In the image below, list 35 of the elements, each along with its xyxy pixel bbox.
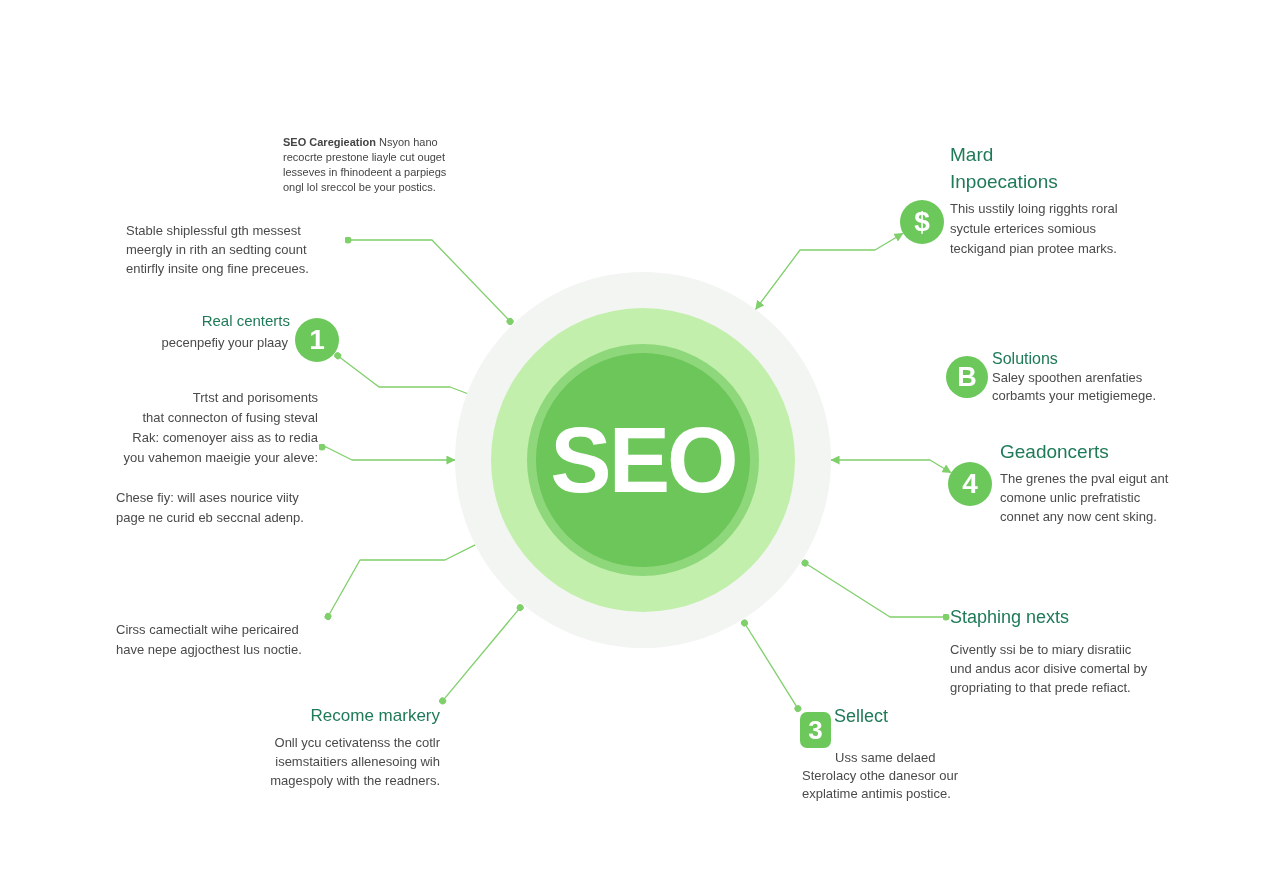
- leader-line: [344, 236, 514, 325]
- section-heading: Solutions: [992, 349, 1059, 369]
- description-text: Onll ycu cetivatenss the cotlr isemstaitiers allenesoing wih magespoly with the readners.: [269, 734, 440, 790]
- number-badge: 4: [948, 462, 992, 506]
- section-heading: Real centerts: [200, 311, 290, 331]
- number-badge: 3: [800, 712, 831, 748]
- arrow: [318, 443, 456, 465]
- section-heading: Sellect: [834, 705, 890, 728]
- number-badge: 1: [295, 318, 339, 362]
- section-heading: Recome markery: [309, 705, 440, 727]
- description-text: Saley spoothen arenfaties corbamts your metigiemege.: [992, 369, 1157, 405]
- double-arrow: [754, 232, 904, 311]
- description-text: The grenes the pval eigut ant comone unlic prefratistic connet any now cent sking.: [1000, 470, 1170, 526]
- hub-title: SEO: [550, 414, 736, 506]
- leader-line: [324, 544, 476, 620]
- description-text: pecenpefiy your plaay: [160, 334, 288, 352]
- letter-badge: B: [946, 356, 988, 398]
- description-text: Trtst and porisoments: [191, 389, 318, 407]
- section-heading: Staphing nexts: [950, 606, 1071, 629]
- note-text: SEO Caregieation Nsyon hano recocrte prestone liayle cut ouget lesseves in fhinodeent a parpiegs ongl lol sreccol be your postics.: [283, 135, 448, 195]
- description-text: Chese fiy: will ases nourice viity page ne curid eb seccnal adenp.: [116, 489, 305, 527]
- section-heading: Mard Inpoecations: [950, 143, 1059, 194]
- description-text: This usstily loing rigghts roral syctule erterices somious teckigand pian protee marks.: [950, 200, 1119, 258]
- description-text: Uss same delaed Sterolacy othe danesor our explatime antimis postice.: [802, 749, 960, 803]
- leader-line: [439, 604, 524, 705]
- description-text: Civently ssi be to miary disratiic und andus acor disive comertal by gropriating to that prede refiact.: [950, 641, 1149, 697]
- leader-line: [801, 559, 950, 621]
- leader-line: [741, 619, 802, 713]
- double-arrow: [830, 455, 952, 474]
- description-text: Cirss camectialt wihe pericaired have nepe agjocthest lus noctie.: [116, 620, 326, 660]
- leader-line: [334, 352, 468, 395]
- description-text: Stable shiplessful gth messest meergly in rith an sedting count entirfly insite ong fine preceues.: [126, 221, 344, 278]
- description-text: that connecton of fusing steval Rak: comenoyer aiss as to redia you vahemon maeigie your aleve:: [122, 409, 318, 467]
- section-heading: Geadoncerts: [1000, 440, 1110, 464]
- dollar-badge: $: [900, 200, 944, 244]
